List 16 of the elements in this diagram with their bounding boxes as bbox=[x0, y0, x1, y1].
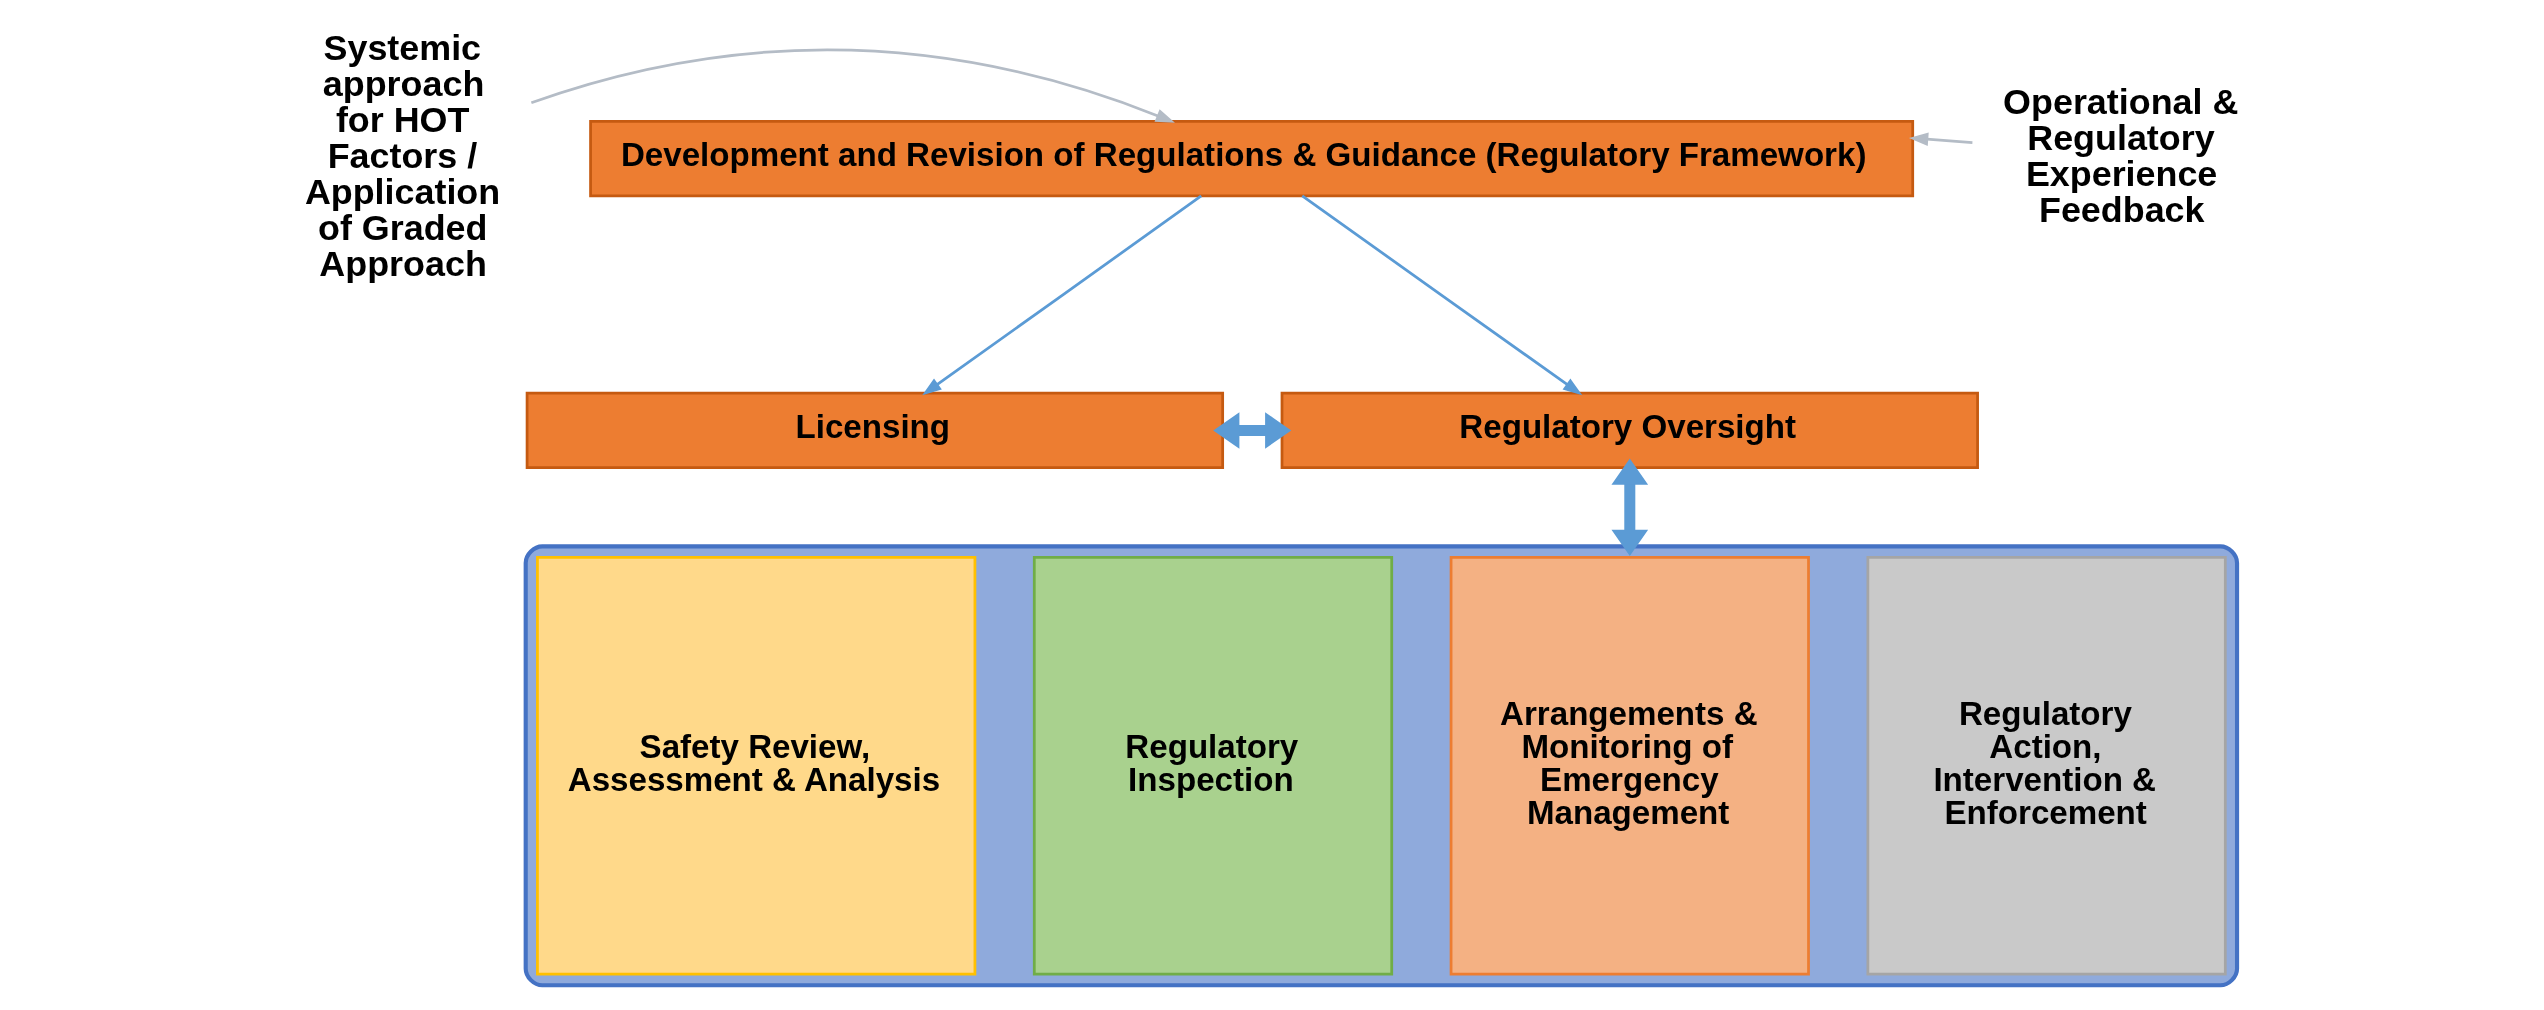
node-text: Operational & Regulatory Experience Feedback bbox=[2003, 82, 2239, 230]
node-box: Regulatory Oversight bbox=[1280, 391, 1979, 470]
node-box: Regulatory Action, Intervention & Enforcement bbox=[1866, 556, 2227, 976]
node-text: Systemic approach for HOT Factors / Application of Graded Approach bbox=[304, 28, 501, 284]
cluster bbox=[523, 544, 2240, 988]
arrow bbox=[1908, 132, 1973, 147]
node-box: Safety Review, Assessment & Analysis bbox=[536, 556, 977, 976]
arrow bbox=[1611, 458, 1649, 557]
node-box: Licensing bbox=[525, 391, 1225, 470]
arrow bbox=[922, 194, 1203, 396]
node-box: Development and Revision of Regulations & Guidance (Regulatory Framework) bbox=[589, 119, 1915, 198]
arrow bbox=[1301, 194, 1583, 396]
node-box: Regulatory Inspection bbox=[1032, 556, 1394, 976]
node-box: Arrangements & Monitoring of Emergency Management bbox=[1449, 556, 1810, 976]
arrow bbox=[530, 48, 1175, 123]
arrow bbox=[1213, 412, 1292, 449]
